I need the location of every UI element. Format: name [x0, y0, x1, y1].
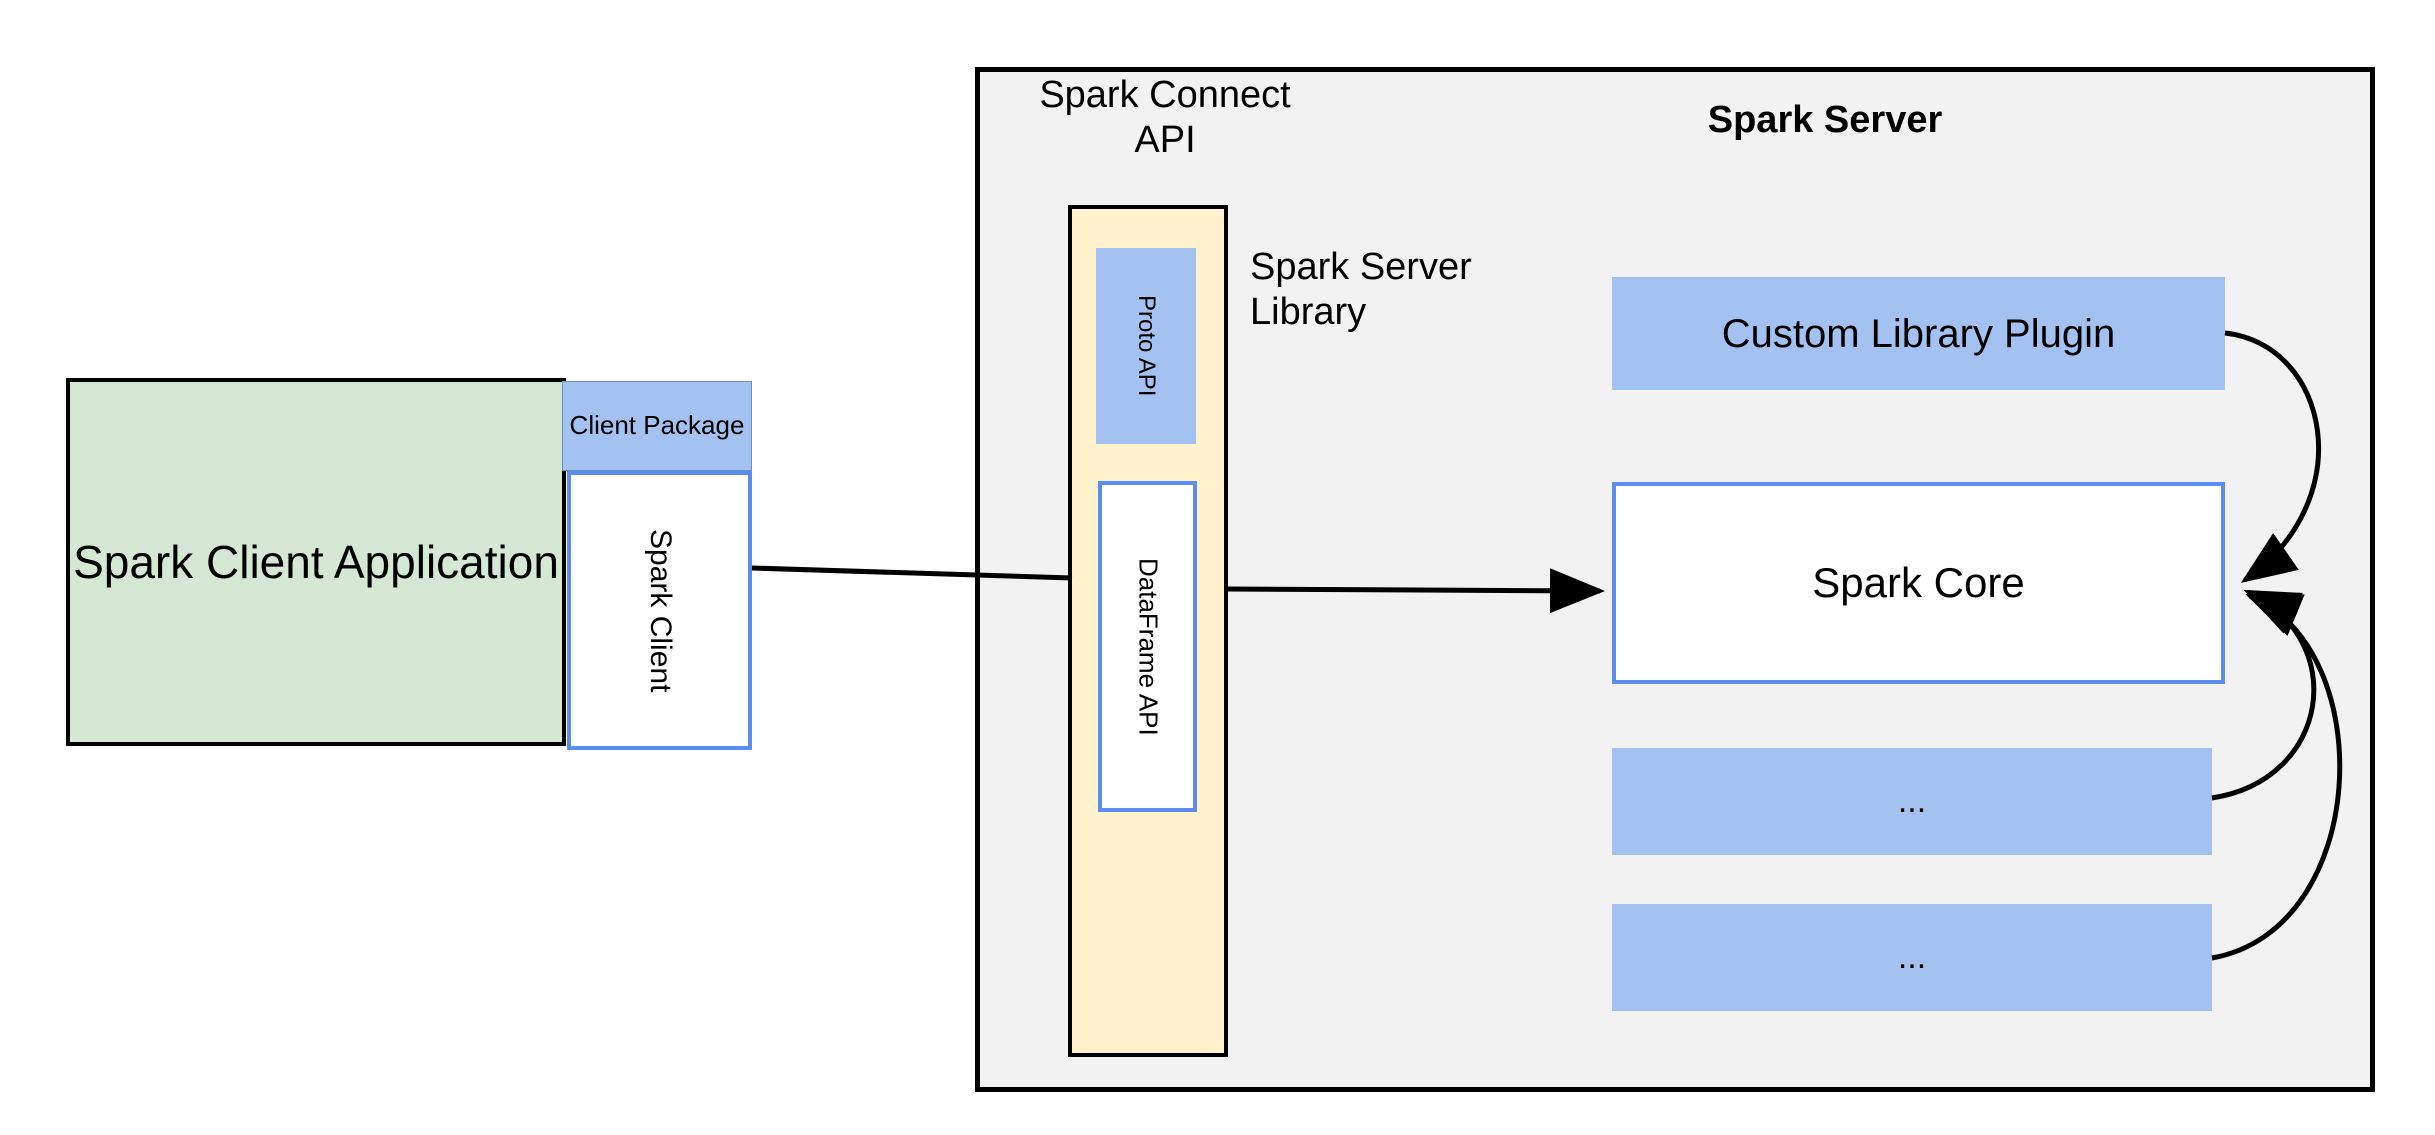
- proto-api-box[interactable]: Proto API: [1096, 248, 1196, 444]
- additional-component-box-1[interactable]: ...: [1612, 748, 2212, 855]
- spark-server-library-label: Spark Server Library: [1250, 246, 1472, 333]
- dataframe-api-box[interactable]: DataFrame API: [1098, 481, 1197, 812]
- spark-core-box[interactable]: Spark Core: [1612, 482, 2225, 684]
- spark-client-application-box[interactable]: Spark Client Application: [66, 378, 566, 746]
- spark-client-label: Spark Client: [643, 528, 677, 693]
- spark-server-title: Spark Server: [1707, 99, 1943, 141]
- client-package-box[interactable]: Client Package: [562, 381, 752, 471]
- spark-connect-api-label: Spark Connect API: [1039, 74, 1291, 161]
- custom-library-plugin-box[interactable]: Custom Library Plugin: [1612, 277, 2225, 390]
- additional-component-box-2[interactable]: ...: [1612, 904, 2212, 1011]
- spark-client-box[interactable]: Spark Client: [567, 471, 752, 750]
- dataframe-api-label: DataFrame API: [1133, 557, 1164, 736]
- proto-api-label: Proto API: [1132, 295, 1160, 397]
